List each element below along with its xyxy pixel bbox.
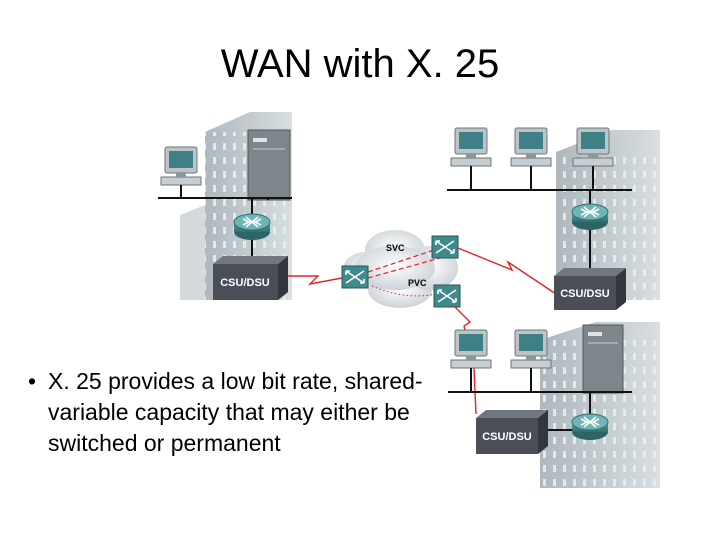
router-icon <box>233 213 271 241</box>
csu-dsu-left: CSU/DSU <box>213 256 288 300</box>
building-icon <box>540 322 660 488</box>
bullet-text: X. 25 provides a low bit rate, shared-va… <box>48 368 423 456</box>
svc-virtual-circuit <box>367 247 441 273</box>
workstation-icon <box>572 127 614 167</box>
server-icon <box>582 324 624 394</box>
wan-links <box>288 247 557 415</box>
x25-switch-icon <box>341 265 369 289</box>
svc-label: SVC <box>386 243 405 253</box>
cloud-icon <box>343 230 458 308</box>
csu-dsu-label: CSU/DSU <box>220 277 270 289</box>
wan-link-right-bottom <box>453 305 477 415</box>
right-bottom-site: CSU/DSU <box>448 322 660 488</box>
workstation-icon <box>160 146 202 186</box>
csu-dsu-right-bottom: CSU/DSU <box>476 410 548 454</box>
csu-dsu-right-top: CSU/DSU <box>554 268 626 310</box>
left-site: CSU/DSU <box>158 112 292 300</box>
x25-switch-icon <box>431 235 459 259</box>
router-icon <box>571 413 609 441</box>
server-icon <box>247 129 291 201</box>
wan-link-right-top <box>457 247 557 295</box>
workstation-icon <box>510 329 552 369</box>
workstation-icon <box>450 329 492 369</box>
bullet-point: • X. 25 provides a low bit rate, shared-… <box>24 366 444 459</box>
x25-switch-icon <box>433 284 461 308</box>
slide-title: WAN with X. 25 <box>220 42 500 86</box>
csu-dsu-label: CSU/DSU <box>560 288 610 300</box>
router-icon <box>571 203 609 231</box>
bullet-symbol: • <box>28 368 37 394</box>
right-top-site: CSU/DSU <box>447 127 660 310</box>
x25-cloud: SVC PVC <box>341 230 461 308</box>
pvc-virtual-circuit <box>371 285 439 297</box>
csu-dsu-label: CSU/DSU <box>482 431 532 443</box>
wan-link-left <box>288 275 343 286</box>
workstation-icon <box>450 127 492 167</box>
workstation-icon <box>510 127 552 167</box>
pvc-label: PVC <box>408 278 427 288</box>
